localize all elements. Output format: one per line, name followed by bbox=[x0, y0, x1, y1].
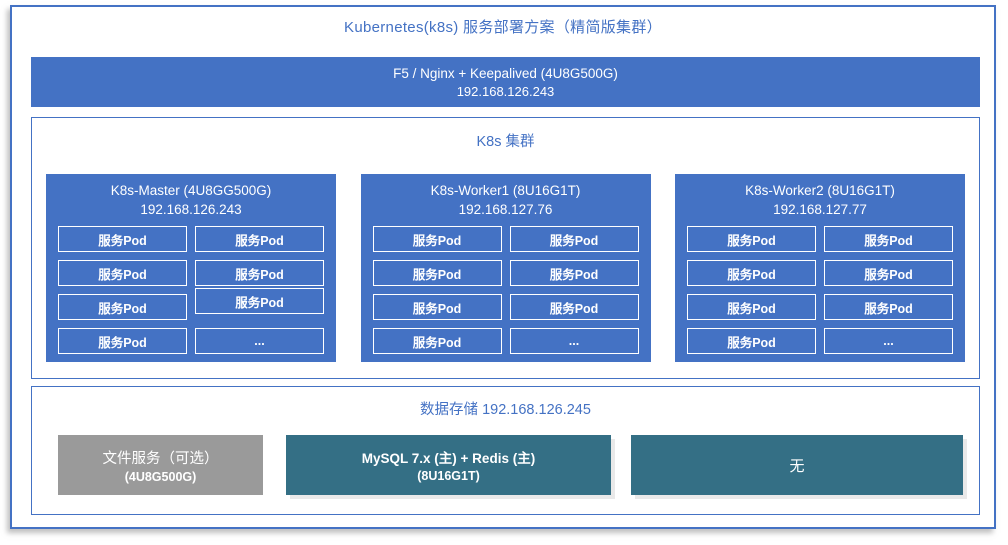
pod-box: 服务Pod bbox=[58, 294, 187, 320]
file-service-box: 文件服务（可选） (4U8G500G) bbox=[58, 435, 263, 495]
load-balancer-box: F5 / Nginx + Keepalived (4U8G500G) 192.1… bbox=[31, 57, 980, 107]
pod-box: 服务Pod bbox=[824, 260, 953, 286]
load-balancer-ip: 192.168.126.243 bbox=[456, 83, 555, 99]
pod-box: 服务Pod bbox=[372, 226, 502, 252]
pod-grid: 服务Pod 服务Pod 服务Pod 服务Pod 服务Pod 服务Pod 服务Pod... bbox=[687, 226, 953, 354]
pod-box: 服务Pod bbox=[687, 328, 816, 354]
pod-box: 服务Pod bbox=[195, 260, 324, 286]
node-name: K8s-Master (4U8GG500G) bbox=[110, 183, 272, 198]
node-header: K8s-Worker1 (8U16G1T) 192.168.127.76 bbox=[361, 174, 651, 219]
mysql-redis-box: MySQL 7.x (主) + Redis (主) (8U16G1T) bbox=[286, 435, 611, 495]
node-header: K8s-Master (4U8GG500G) 192.168.126.243 bbox=[46, 174, 336, 219]
pod-box: 服务Pod bbox=[509, 294, 639, 320]
pod-box: 服务Pod bbox=[687, 226, 816, 252]
pod-box: ... bbox=[509, 328, 639, 354]
pod-box: 服务Pod bbox=[372, 294, 502, 320]
mysql-redis-spec: (8U16G1T) bbox=[417, 469, 480, 483]
pod-box: 服务Pod bbox=[372, 260, 502, 286]
pod-box: 服务Pod bbox=[58, 328, 187, 354]
node-ip: 192.168.126.243 bbox=[140, 202, 242, 217]
pod-box: 服务Pod bbox=[687, 294, 816, 320]
none-box: 无 bbox=[631, 435, 963, 495]
node-ip: 192.168.127.77 bbox=[773, 202, 867, 217]
page-title: Kubernetes(k8s) 服务部署方案（精简版集群） bbox=[344, 19, 662, 36]
pod-grid: 服务Pod 服务Pod 服务Pod 服务Pod 服务Pod 服务Pod 服务Pod... bbox=[372, 226, 639, 354]
mysql-redis-label: MySQL 7.x (主) + Redis (主) bbox=[361, 451, 536, 466]
pod-box: 服务Pod bbox=[372, 328, 502, 354]
pod-box: 服务Pod bbox=[509, 260, 639, 286]
node-name: K8s-Worker2 (8U16G1T) bbox=[745, 183, 895, 198]
node-worker2: K8s-Worker2 (8U16G1T) 192.168.127.77 服务P… bbox=[675, 174, 965, 362]
pod-box: 服务Pod bbox=[687, 260, 816, 286]
k8s-cluster-title: K8s 集群 bbox=[476, 134, 535, 150]
node-master: K8s-Master (4U8GG500G) 192.168.126.243 服… bbox=[46, 174, 336, 362]
none-label: 无 bbox=[789, 457, 805, 475]
pod-box: 服务Pod bbox=[824, 226, 953, 252]
load-balancer-label: F5 / Nginx + Keepalived (4U8G500G) bbox=[393, 65, 618, 81]
pod-box: 服务Pod bbox=[58, 260, 187, 286]
node-worker1: K8s-Worker1 (8U16G1T) 192.168.127.76 服务P… bbox=[360, 174, 651, 362]
data-storage-title: 数据存储 192.168.126.245 bbox=[420, 402, 591, 418]
diagram-canvas: Kubernetes(k8s) 服务部署方案（精简版集群） F5 / Nginx… bbox=[10, 5, 996, 529]
node-name: K8s-Worker1 (8U16G1T) bbox=[430, 183, 581, 198]
pod-box: 服务Pod bbox=[824, 294, 953, 320]
data-storage-section: 数据存储 192.168.126.245 文件服务（可选） (4U8G500G)… bbox=[31, 386, 980, 515]
pod-box: ... bbox=[195, 328, 324, 354]
node-header: K8s-Worker2 (8U16G1T) 192.168.127.77 bbox=[675, 174, 965, 219]
pod-box: 服务Pod bbox=[509, 226, 639, 252]
pod-box: 服务Pod bbox=[58, 226, 187, 252]
node-ip: 192.168.127.76 bbox=[458, 202, 553, 217]
file-service-spec: (4U8G500G) bbox=[124, 469, 197, 484]
k8s-cluster-section: K8s 集群 K8s-Master (4U8GG500G) 192.168.12… bbox=[31, 117, 980, 379]
pod-box: ... bbox=[824, 328, 953, 354]
pod-box: 服务Pod bbox=[195, 226, 324, 252]
cluster-nodes-row: K8s-Master (4U8GG500G) 192.168.126.243 服… bbox=[32, 174, 979, 362]
pod-box: 服务Pod bbox=[195, 288, 324, 314]
file-service-label: 文件服务（可选） bbox=[102, 450, 219, 467]
